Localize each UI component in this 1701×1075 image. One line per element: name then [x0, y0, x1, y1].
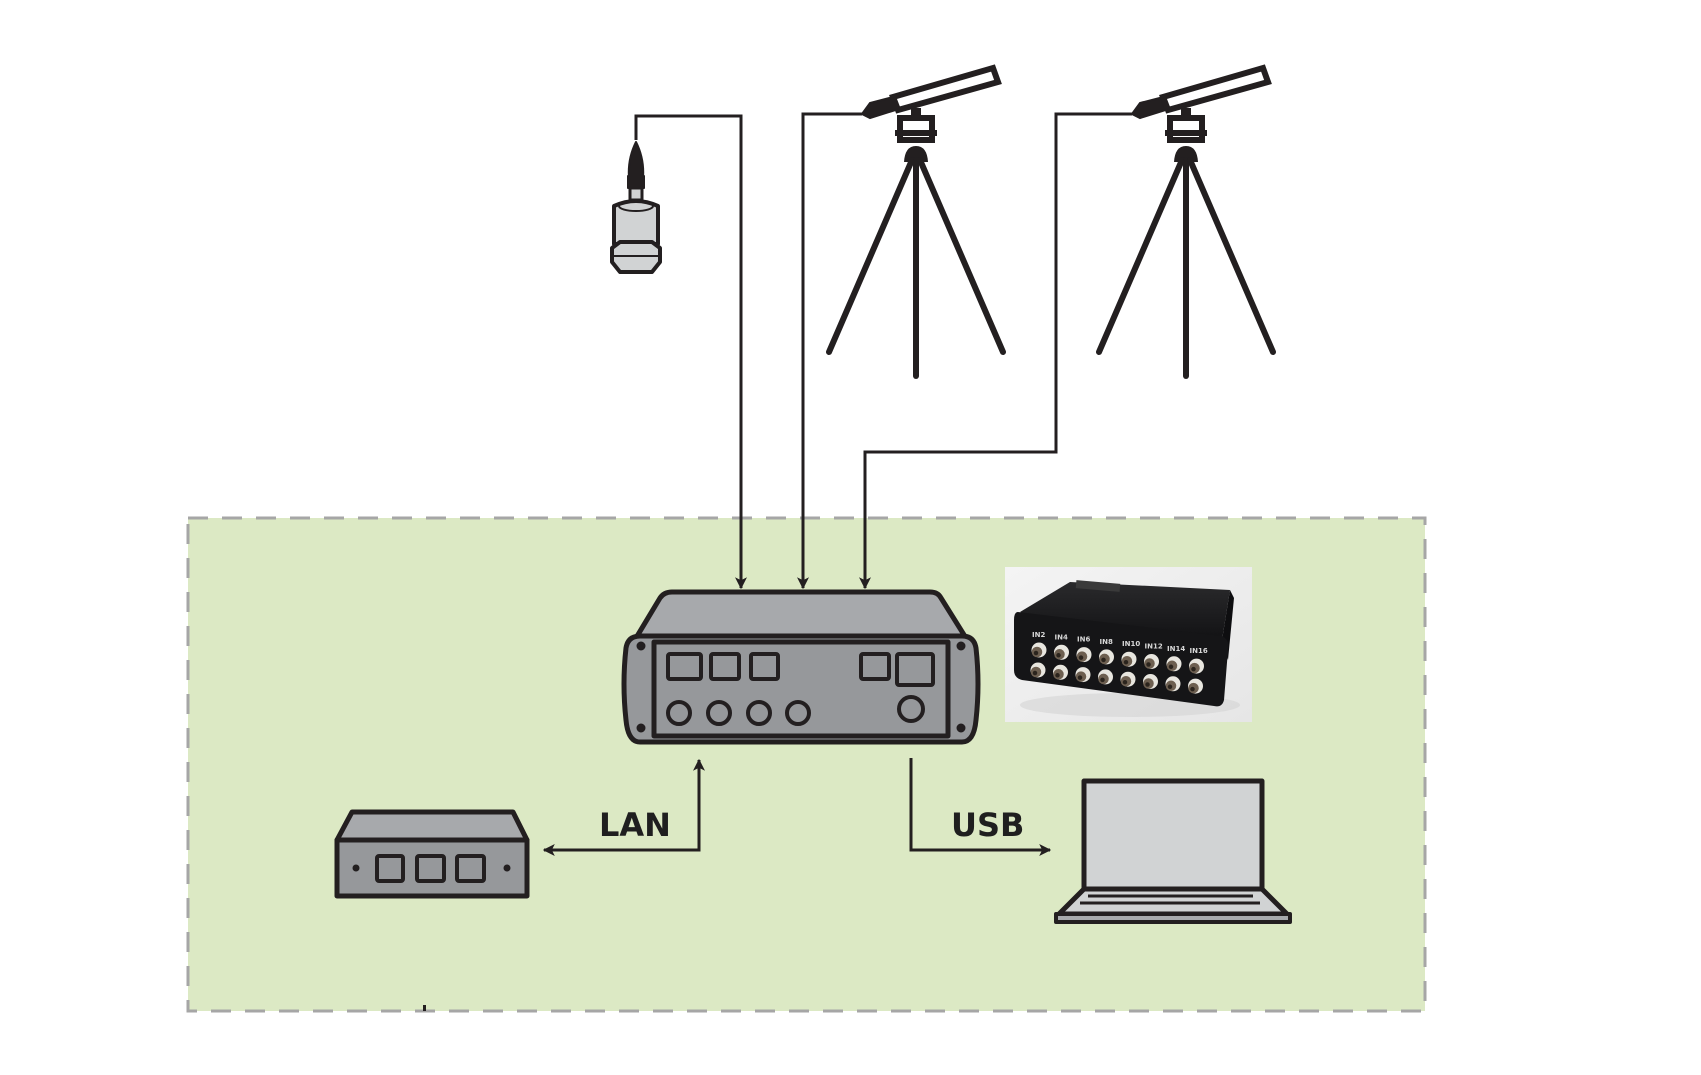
stray-mark [423, 1005, 426, 1011]
bnc-connector [1030, 662, 1046, 678]
lan-connection [542, 758, 705, 856]
bnc-connectors-row [1030, 662, 1203, 694]
microphone-1-cable [797, 112, 862, 590]
input-connector [785, 700, 811, 726]
network-port [415, 854, 446, 883]
accelerometer-icon [610, 141, 662, 274]
panel-display [749, 652, 780, 681]
channel-label: IN6 [1077, 636, 1090, 644]
network-port [455, 854, 486, 883]
usb-label: USB [951, 806, 1024, 844]
panel-display [859, 652, 891, 681]
router-icon [334, 809, 530, 899]
laptop-icon [1054, 778, 1292, 924]
input-connector [706, 700, 732, 726]
network-port [375, 854, 405, 883]
laptop-screen [1081, 778, 1265, 892]
microphone-tripod-icon [1096, 64, 1276, 379]
channel-label: IN8 [1100, 638, 1113, 646]
microphone-tripod-icon [826, 64, 1006, 379]
accelerometer-cable [634, 114, 747, 590]
screw-icon [636, 723, 646, 733]
channel-labels: IN2 IN4 IN6 IN8 IN10 IN12 IN14 IN16 [1032, 631, 1208, 655]
input-connector [666, 700, 692, 726]
panel-display [709, 652, 741, 681]
input-connector [897, 695, 925, 723]
daq-device-icon [621, 589, 981, 745]
bnc-connectors-row [1031, 642, 1204, 674]
usb-connection [909, 758, 1052, 856]
microphone-2-cable [859, 112, 1132, 590]
channel-label: IN2 [1032, 631, 1045, 639]
bnc-connector [1054, 644, 1069, 660]
sensor-cables [634, 112, 1132, 590]
bnc-connector [1031, 642, 1047, 658]
bnc-connector [1166, 656, 1182, 672]
bnc-connector [1165, 676, 1181, 692]
lan-label: LAN [599, 806, 671, 844]
bnc-connector [1188, 678, 1203, 694]
daq-photo: IN2 IN4 IN6 IN8 IN10 IN12 IN14 IN16 [1005, 567, 1252, 722]
bnc-connector [1189, 658, 1204, 674]
screw-icon [956, 641, 966, 651]
channel-label: IN10 [1122, 640, 1140, 648]
screw-icon [956, 723, 966, 733]
bnc-connector [1099, 649, 1114, 665]
bnc-connector [1143, 674, 1158, 689]
bnc-connector [1120, 671, 1136, 687]
bnc-connector [1121, 651, 1137, 667]
channel-label: IN12 [1145, 643, 1163, 651]
channel-label: IN14 [1167, 645, 1185, 653]
bnc-connector [1144, 654, 1159, 669]
bnc-connector [1076, 647, 1092, 663]
bnc-connector [1098, 669, 1113, 685]
channel-label: IN4 [1055, 633, 1068, 641]
panel-display [895, 652, 935, 687]
screw-icon [636, 641, 646, 651]
bnc-connector [1053, 664, 1068, 680]
panel-display [666, 652, 703, 681]
channel-label: IN16 [1190, 647, 1208, 655]
bnc-connector [1075, 667, 1091, 683]
input-connector [746, 700, 772, 726]
